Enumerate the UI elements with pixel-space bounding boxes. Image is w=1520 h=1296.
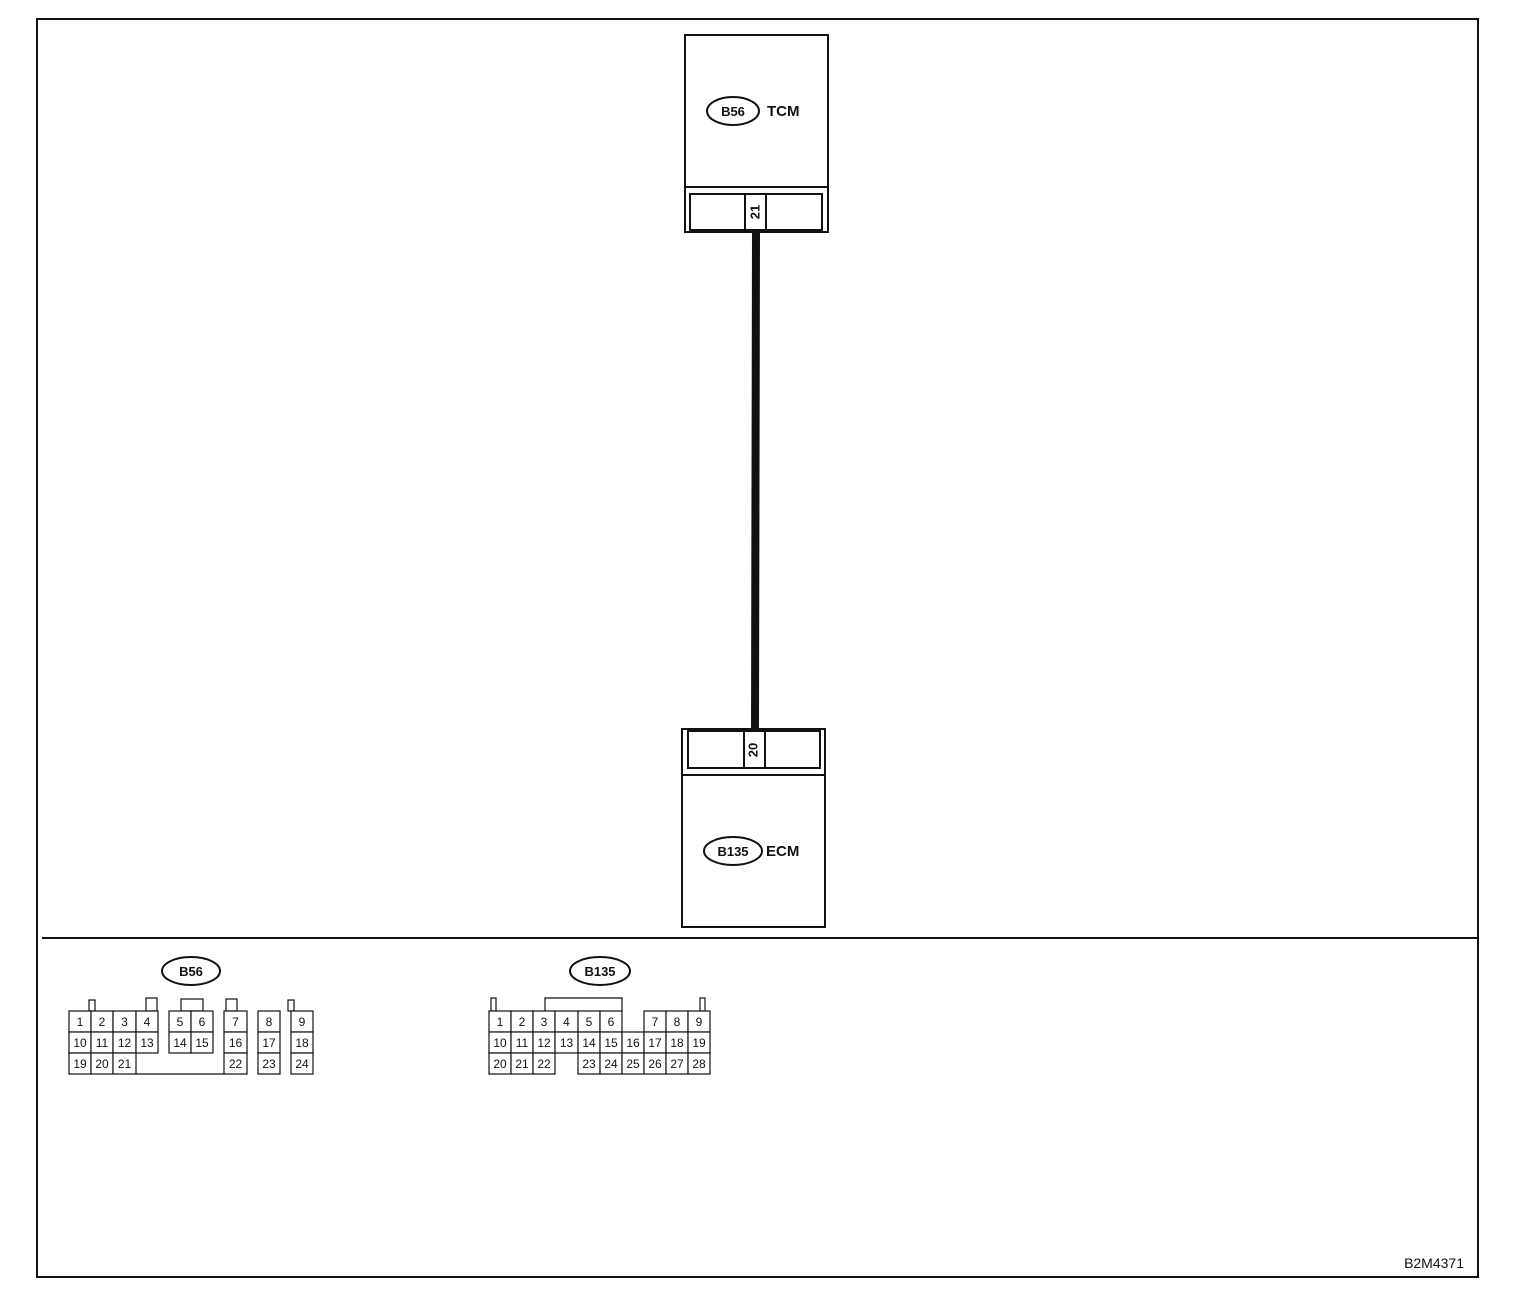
connector-pin-number: 16 — [229, 1036, 243, 1050]
figure-id: B2M4371 — [1404, 1255, 1464, 1271]
tcm-unit: 21 B56 TCM — [684, 34, 829, 233]
lock-tab — [544, 997, 623, 1011]
connector-pin-number: 1 — [77, 1015, 84, 1029]
connector-pin-number: 17 — [648, 1036, 662, 1050]
connector-pin-number: 19 — [73, 1057, 87, 1071]
lock-tab — [699, 997, 706, 1012]
connector-pin-number: 8 — [266, 1015, 273, 1029]
connector-pin-number: 28 — [692, 1057, 706, 1071]
connector-pin-number: 1 — [497, 1015, 504, 1029]
outer-frame — [36, 18, 1479, 1278]
tcm-connector-oval — [706, 96, 760, 126]
connector-pin-number: 21 — [118, 1057, 132, 1071]
tcm-label: TCM — [767, 103, 800, 120]
connector-pin-number: 18 — [295, 1036, 309, 1050]
tcm-pin-cell — [744, 193, 767, 231]
connector-pin-number: 8 — [674, 1015, 681, 1029]
connector-pin-number: 21 — [515, 1057, 529, 1071]
connector-pin-cavity — [223, 1052, 248, 1075]
connector-pin-number: 27 — [670, 1057, 684, 1071]
connector-pin-number: 5 — [177, 1015, 184, 1029]
connector-pin-cavity — [290, 1052, 314, 1075]
connector-view-b135-label: B135 — [584, 964, 615, 979]
connector-pin-number: 12 — [537, 1036, 551, 1050]
tcm-connector-id: B56 — [721, 104, 745, 119]
connector-pin-number: 26 — [648, 1057, 662, 1071]
connector-view-b56-label: B56 — [179, 964, 203, 979]
connector-pin-number: 24 — [604, 1057, 618, 1071]
connector-pin-number: 11 — [516, 1036, 529, 1050]
connector-pin-number: 9 — [696, 1015, 703, 1029]
connector-view-b135-oval — [569, 956, 631, 986]
connector-pin-number: 2 — [519, 1015, 526, 1029]
connector-pin-number: 4 — [563, 1015, 570, 1029]
connector-pin-number: 22 — [229, 1057, 243, 1071]
connector-pin-number: 25 — [626, 1057, 640, 1071]
ecm-label: ECM — [766, 843, 799, 860]
connector-pin-number: 20 — [493, 1057, 507, 1071]
connector-pin-number: 2 — [99, 1015, 106, 1029]
connector-pin-number: 12 — [118, 1036, 132, 1050]
connector-pin-number: 15 — [195, 1036, 209, 1050]
connector-pin-number: 20 — [95, 1057, 109, 1071]
signal-wire — [751, 231, 760, 732]
connector-pin-number: 7 — [652, 1015, 659, 1029]
connector-view-b56-oval — [161, 956, 221, 986]
connector-pin-cavity — [532, 1052, 556, 1075]
connector-pin-number: 15 — [604, 1036, 618, 1050]
ecm-unit: 20 B135 ECM — [681, 728, 826, 928]
lock-tab — [88, 999, 96, 1012]
tcm-pin-number: 21 — [747, 205, 762, 219]
connector-pin-number: 6 — [199, 1015, 206, 1029]
lock-tab — [287, 999, 295, 1012]
connector-pin-cavity — [257, 1052, 281, 1075]
connector-pin-cavity — [135, 1031, 159, 1054]
connector-pin-number: 9 — [299, 1015, 306, 1029]
connector-pin-number: 19 — [692, 1036, 706, 1050]
ecm-pin-cell — [743, 730, 766, 769]
connector-pin-number: 4 — [144, 1015, 151, 1029]
connector-pin-number: 17 — [262, 1036, 276, 1050]
connector-pin-number: 7 — [232, 1015, 239, 1029]
connector-pin-number: 6 — [608, 1015, 615, 1029]
ecm-pin-number: 20 — [745, 743, 760, 757]
ecm-connector-id: B135 — [717, 844, 748, 859]
connector-pin-number: 23 — [582, 1057, 596, 1071]
connector-pin-number: 5 — [586, 1015, 593, 1029]
connector-pin-cavity — [112, 1052, 137, 1075]
connector-pin-number: 18 — [670, 1036, 684, 1050]
lock-tab — [145, 997, 158, 1012]
connector-pin-number: 10 — [73, 1036, 87, 1050]
connector-pin-number: 24 — [295, 1057, 309, 1071]
connector-pin-number: 13 — [560, 1036, 574, 1050]
connector-pin-number: 22 — [537, 1057, 551, 1071]
lock-tab — [225, 998, 238, 1012]
connector-pin-cavity — [687, 1052, 711, 1075]
connector-pin-number: 3 — [541, 1015, 548, 1029]
connector-pin-number: 14 — [173, 1036, 187, 1050]
connector-pin-number: 23 — [262, 1057, 276, 1071]
connector-pin-number: 10 — [493, 1036, 507, 1050]
lock-tab — [180, 998, 204, 1012]
connector-pin-number: 16 — [626, 1036, 640, 1050]
connector-pin-cavity — [190, 1031, 214, 1054]
connector-pin-number: 13 — [140, 1036, 154, 1050]
lock-tab — [490, 997, 497, 1012]
connector-pin-number: 14 — [582, 1036, 596, 1050]
connector-pin-number: 11 — [96, 1036, 109, 1050]
ecm-connector-oval — [703, 836, 763, 866]
connector-pin-number: 3 — [121, 1015, 128, 1029]
